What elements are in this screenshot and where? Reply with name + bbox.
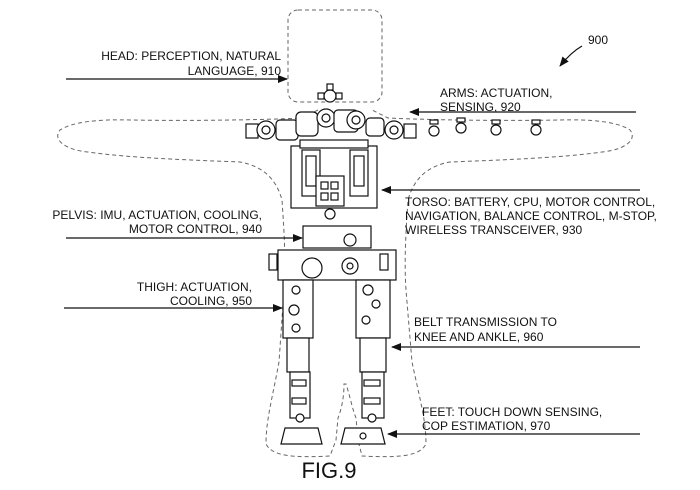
belt-callout: BELT TRANSMISSION TO KNEE AND ANKLE, 960 xyxy=(392,315,640,347)
torso-callout: TORSO: BATTERY, CPU, MOTOR CONTROL, NAVI… xyxy=(382,190,657,237)
reference-number: 900 xyxy=(588,33,608,47)
figure-title: FIG.9 xyxy=(301,458,356,483)
svg-text:ARMS: ACTUATION,: ARMS: ACTUATION, xyxy=(440,86,552,100)
left-leg xyxy=(281,280,322,444)
svg-text:COP ESTIMATION, 970: COP ESTIMATION, 970 xyxy=(422,419,551,433)
robot-body xyxy=(246,84,541,444)
svg-text:MOTOR CONTROL, 940: MOTOR CONTROL, 940 xyxy=(129,222,262,236)
svg-text:LANGUAGE, 910: LANGUAGE, 910 xyxy=(188,64,282,78)
pelvis-frame xyxy=(269,226,396,280)
svg-text:FEET: TOUCH DOWN SENSING,: FEET: TOUCH DOWN SENSING, xyxy=(422,405,602,419)
pelvis-callout: PELVIS: IMU, ACTUATION, COOLING, MOTOR C… xyxy=(52,208,302,238)
svg-text:TORSO: BATTERY, CPU, MOTOR CON: TORSO: BATTERY, CPU, MOTOR CONTROL, xyxy=(405,195,655,209)
torso-frame xyxy=(291,140,377,219)
thigh-callout: THIGH: ACTUATION, COOLING, 950 xyxy=(64,280,282,308)
svg-text:COOLING, 950: COOLING, 950 xyxy=(170,294,252,308)
svg-text:THIGH: ACTUATION,: THIGH: ACTUATION, xyxy=(137,280,252,294)
reference-arrow xyxy=(560,46,582,66)
head-callout: HEAD: PERCEPTION, NATURAL LANGUAGE, 910 xyxy=(66,49,287,79)
svg-text:BELT TRANSMISSION TO: BELT TRANSMISSION TO xyxy=(414,315,557,329)
right-leg xyxy=(341,280,390,444)
head-sensor xyxy=(318,84,342,102)
svg-text:PELVIS: IMU, ACTUATION, COOLIN: PELVIS: IMU, ACTUATION, COOLING, xyxy=(52,208,262,222)
svg-text:WIRELESS TRANSCEIVER, 930: WIRELESS TRANSCEIVER, 930 xyxy=(405,223,582,237)
svg-text:KNEE AND ANKLE, 960: KNEE AND ANKLE, 960 xyxy=(414,330,544,344)
svg-text:NAVIGATION, BALANCE CONTROL, M: NAVIGATION, BALANCE CONTROL, M-STOP, xyxy=(405,209,657,223)
head-outline xyxy=(288,10,382,102)
arms-callout: ARMS: ACTUATION, SENSING, 920 xyxy=(410,86,636,114)
shoulder-actuators xyxy=(246,109,416,140)
feet-callout: FEET: TOUCH DOWN SENSING, COP ESTIMATION… xyxy=(388,405,640,434)
svg-text:HEAD: PERCEPTION, NATURAL: HEAD: PERCEPTION, NATURAL xyxy=(101,49,281,63)
